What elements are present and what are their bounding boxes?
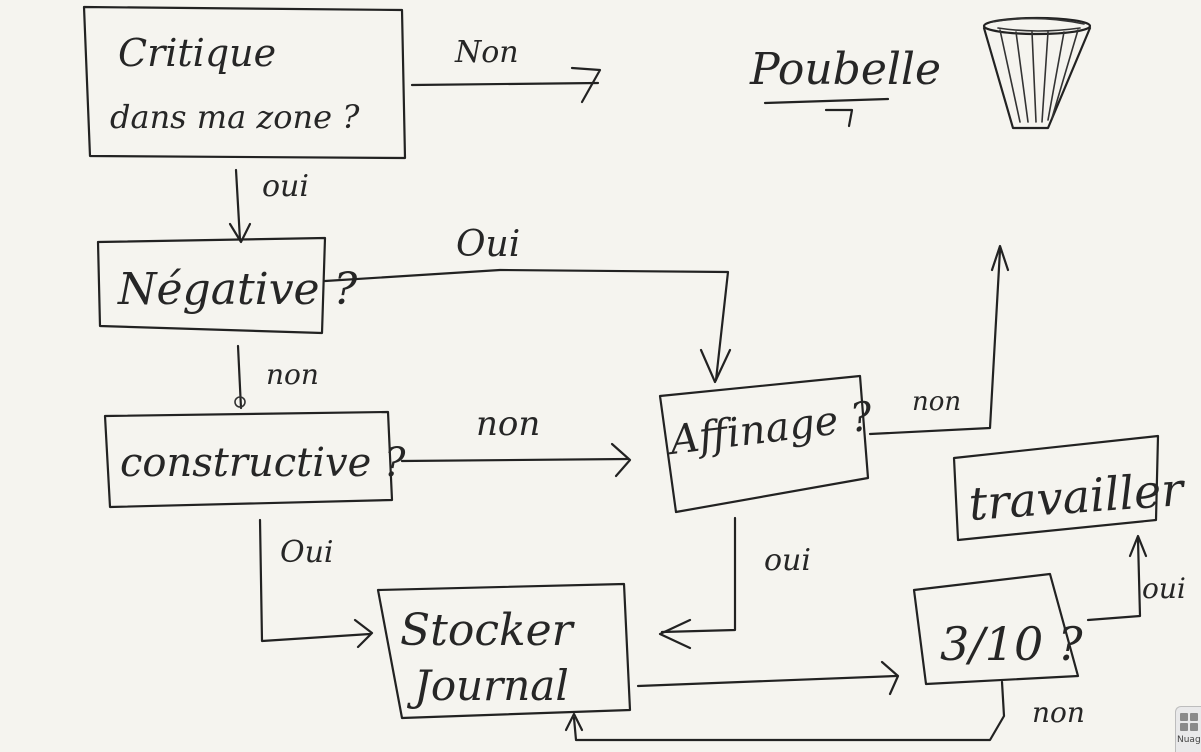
node-stocker[interactable]: Stocker Journal — [376, 582, 632, 720]
edge-critique-non-arrowhead — [570, 66, 602, 104]
grid-icon — [1180, 713, 1198, 731]
edge-negative-oui-arrowhead — [699, 348, 732, 384]
edge-critique-non-line — [410, 81, 600, 87]
edge-note-oui: oui — [1086, 534, 1186, 622]
node-poubelle-label: Poubelle — [749, 44, 941, 95]
node-affinage-label: Affinage ? — [664, 393, 876, 464]
edge-note-oui-arrowhead — [1128, 534, 1148, 558]
edge-negative-non-arrowhead — [234, 396, 246, 408]
edge-affinage-non-arrowhead — [990, 244, 1010, 272]
edge-critique-oui-arrowhead — [228, 222, 252, 244]
node-stocker-border — [376, 582, 632, 720]
node-note[interactable]: 3/10 ? — [912, 572, 1083, 686]
edge-negative-oui-line — [323, 268, 730, 382]
node-travailler[interactable]: travailler — [952, 434, 1188, 542]
trash-bin-icon — [982, 16, 1092, 130]
node-affinage[interactable]: Affinage ? — [658, 374, 876, 514]
node-negative-border — [96, 236, 327, 335]
node-travailler-border — [952, 434, 1160, 542]
edge-constructive-oui-line — [258, 518, 372, 643]
node-note-label: 3/10 ? — [940, 617, 1083, 671]
edge-critique-oui-label: oui — [262, 169, 309, 204]
palette-widget[interactable]: Nuages — [1175, 706, 1201, 752]
node-affinage-border — [658, 374, 870, 514]
edge-critique-oui: oui — [228, 168, 309, 244]
edge-affinage-oui: oui — [658, 516, 811, 650]
edge-negative-oui: Oui — [323, 224, 732, 384]
edge-note-non-label: non — [1032, 696, 1085, 729]
edge-negative-non: non — [234, 344, 319, 410]
node-critique-line1: Critique — [118, 31, 276, 75]
edge-constructive-oui-label: Oui — [280, 535, 334, 570]
node-constructive[interactable]: constructive ? — [103, 410, 406, 509]
edge-constructive-non-line — [400, 457, 630, 463]
node-note-border — [912, 572, 1080, 686]
edge-constructive-oui-arrowhead — [353, 618, 374, 649]
edge-critique-oui-line — [234, 168, 242, 242]
edge-critique-non-label: Non — [454, 35, 519, 70]
node-stocker-line2: Journal — [406, 661, 569, 710]
node-stocker-line1: Stocker — [400, 605, 576, 656]
node-constructive-label: constructive ? — [120, 440, 406, 486]
node-poubelle-underline — [763, 97, 890, 105]
edge-stocker-note — [636, 660, 900, 696]
node-constructive-border — [103, 410, 394, 509]
edge-constructive-non-arrowhead — [610, 442, 632, 478]
edge-note-non-arrowhead — [564, 712, 584, 732]
edge-note-non-line — [572, 680, 1006, 742]
edge-negative-non-label: non — [266, 358, 319, 391]
edge-critique-non: Non — [410, 35, 602, 104]
edge-affinage-non: non — [868, 244, 1010, 436]
node-poubelle-underline-hook — [824, 108, 854, 128]
node-poubelle: Poubelle — [749, 44, 941, 128]
edge-constructive-non: non — [400, 404, 632, 478]
node-negative[interactable]: Négative ? — [96, 236, 358, 335]
node-negative-label: Négative ? — [117, 264, 358, 315]
edge-stocker-note-line — [636, 674, 898, 688]
node-critique-line2: dans ma zone ? — [110, 98, 360, 136]
edge-note-non: non — [564, 680, 1085, 742]
edge-affinage-oui-arrowhead — [658, 618, 692, 650]
edge-affinage-non-line — [868, 248, 1002, 436]
edge-negative-non-line — [236, 344, 243, 410]
edge-note-oui-label: oui — [1142, 572, 1186, 605]
edge-constructive-oui: Oui — [258, 518, 374, 649]
edge-stocker-note-arrowhead — [880, 660, 900, 696]
edge-affinage-non-label: non — [912, 387, 961, 417]
edge-affinage-oui-line — [660, 516, 737, 634]
node-critique[interactable]: Critique dans ma zone ? — [82, 5, 407, 160]
edge-constructive-non-label: non — [476, 404, 540, 444]
edge-negative-oui-label: Oui — [456, 224, 520, 265]
palette-widget-label: Nuages — [1177, 735, 1201, 745]
node-critique-border — [82, 5, 407, 160]
edge-note-oui-line — [1086, 538, 1142, 622]
edge-affinage-oui-label: oui — [764, 543, 811, 578]
